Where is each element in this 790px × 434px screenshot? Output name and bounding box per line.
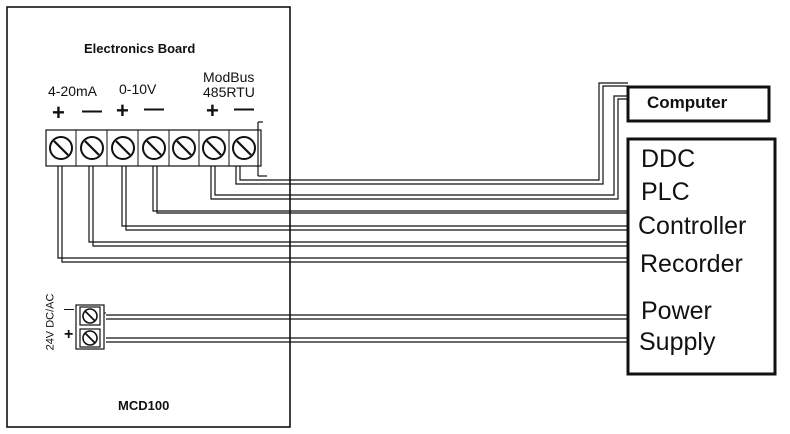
terminal-screw (111, 130, 139, 166)
power-supply-line-1: Power (641, 297, 712, 325)
terminal-screw (49, 130, 77, 166)
polarity-4-20ma-neg: — (82, 100, 102, 122)
output-label-485rtu: 485RTU (203, 84, 255, 100)
terminal-screw (142, 130, 170, 166)
wire-4-20ma-pos (57, 166, 628, 259)
wire-modbus-pos (210, 98, 628, 200)
output-label-modbus: ModBus (203, 69, 255, 85)
output-label-0-10v: 0-10V (119, 81, 157, 97)
computer-label: Computer (647, 93, 728, 112)
wire-0-10v-neg (152, 166, 628, 212)
controller-line-controller: Controller (638, 212, 747, 240)
controller-box (626, 137, 777, 376)
polarity-modbus-neg: — (234, 98, 254, 120)
polarity-4-20ma-pos: + (52, 100, 65, 125)
polarity-modbus-pos: + (206, 98, 219, 123)
polarity-0-10v-pos: + (116, 98, 129, 123)
wire-0-10v-pos (121, 166, 628, 227)
power-polarity-neg: — (64, 304, 74, 315)
power-terminal-label: 24V DC/AC (44, 293, 57, 351)
signal-terminal-block (45, 121, 267, 177)
terminal-screw (172, 130, 200, 166)
controller-line-plc: PLC (641, 178, 690, 206)
output-label-4-20ma: 4-20mA (48, 83, 98, 99)
terminal-screw (80, 130, 108, 166)
polarity-0-10v-neg: — (144, 98, 164, 120)
board-title: Electronics Board (84, 41, 196, 56)
controller-line-recorder: Recorder (640, 250, 743, 278)
terminal-screw (232, 136, 256, 160)
computer-box (626, 85, 771, 123)
power-polarity-pos: + (64, 326, 74, 343)
wire-modbus-neg (235, 85, 628, 185)
controller-line-ddc: DDC (641, 145, 696, 173)
power-terminal-block (75, 304, 106, 350)
wires (57, 82, 628, 343)
terminal-screw (202, 130, 230, 166)
wire-4-20ma-neg (88, 166, 628, 243)
mcd100-enclosure (6, 6, 291, 428)
model-label: MCD100 (118, 398, 170, 413)
power-supply-line-2: Supply (639, 328, 716, 356)
